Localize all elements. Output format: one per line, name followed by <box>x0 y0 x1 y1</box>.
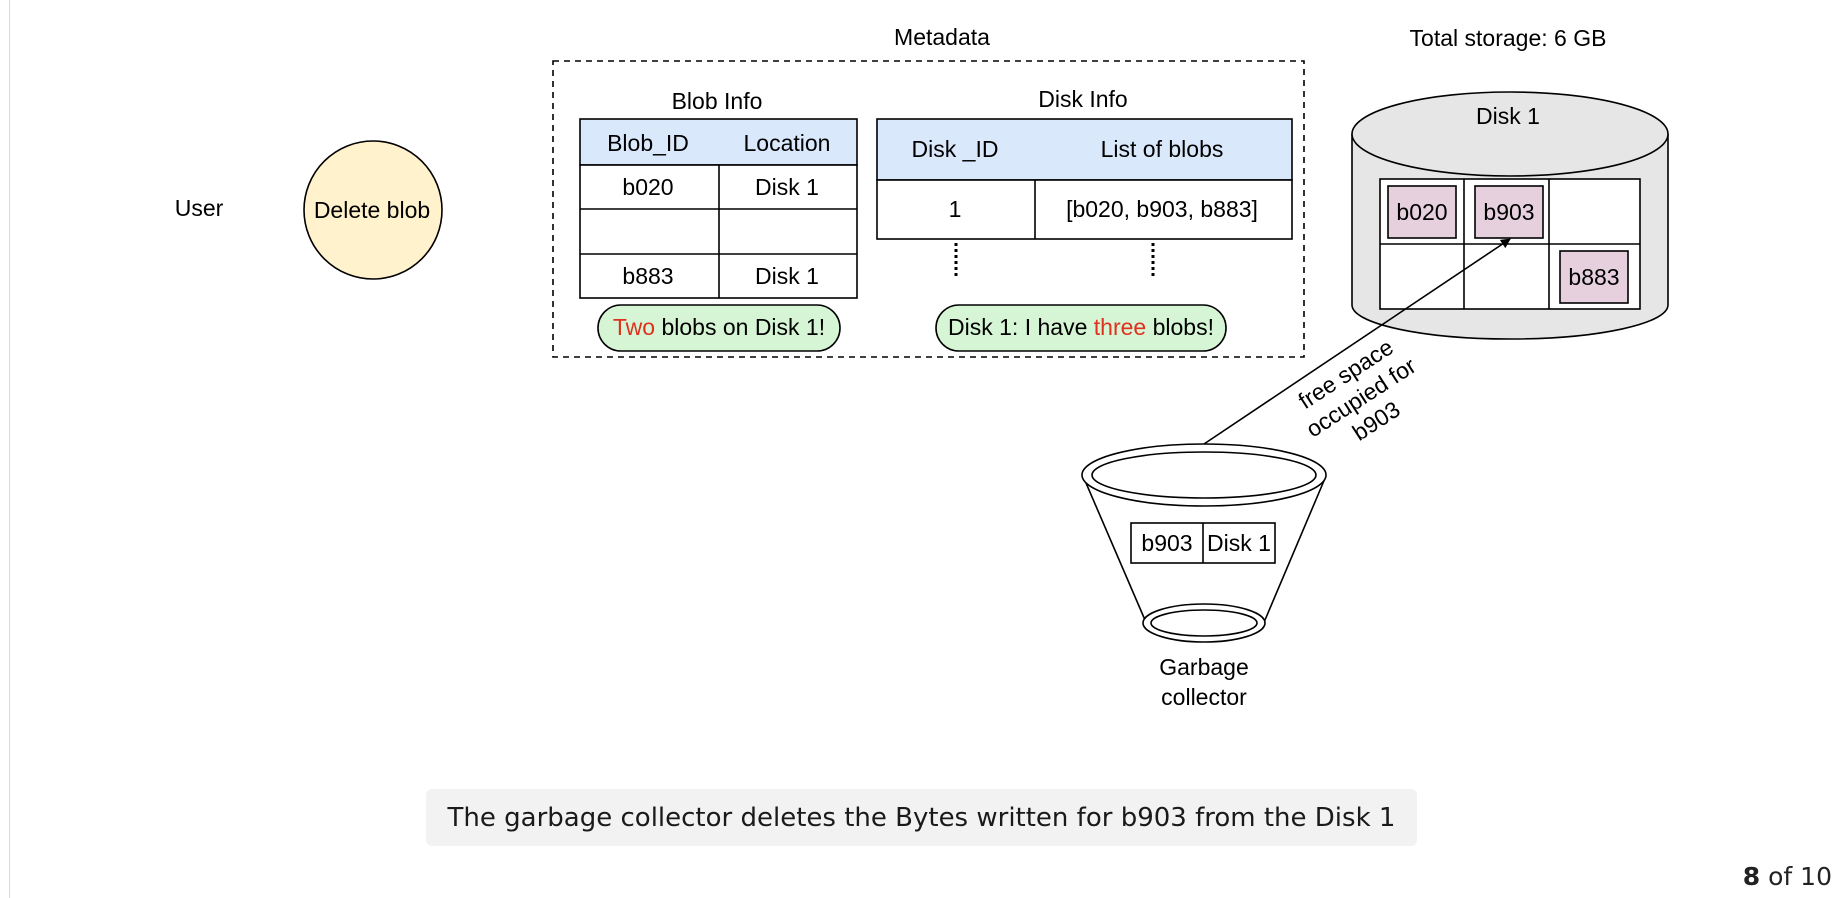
svg-text:Disk 1: I have three blobs!: Disk 1: I have three blobs! <box>948 314 1214 340</box>
left-divider <box>9 0 10 898</box>
gc-item-blob: b903 <box>1141 530 1192 556</box>
blob-block-label: b883 <box>1568 264 1619 290</box>
garbage-collector-label: Garbage <box>1159 654 1249 680</box>
disk-info-header-disk-id: Disk _ID <box>912 136 999 162</box>
pager-current: 8 <box>1742 862 1761 891</box>
blob-info-title: Blob Info <box>672 88 763 114</box>
blob-info-note-text: blobs on Disk 1! <box>655 314 825 340</box>
blob-count-highlight: Two <box>613 314 655 340</box>
metadata-title: Metadata <box>894 24 990 50</box>
disk-info-title: Disk Info <box>1038 86 1127 112</box>
disk-info-table: Disk _ID List of blobs 1 [b020, b903, b8… <box>876 118 1293 279</box>
blob-block: b020 <box>1387 185 1457 239</box>
disk-info-note: Disk 1: I have three blobs! <box>935 304 1227 352</box>
blob-info-cell: Disk 1 <box>755 174 819 200</box>
disk-count-highlight: three <box>1094 314 1146 340</box>
disk-info-note-text-end: blobs! <box>1146 314 1214 340</box>
blob-info-note: Two blobs on Disk 1! <box>597 304 841 352</box>
blob-info-cell: b883 <box>622 263 673 289</box>
disk-label: Disk 1 <box>1476 103 1540 129</box>
blob-info-cell: Disk 1 <box>755 263 819 289</box>
blob-info-table: Blob_ID Location b020 Disk 1 b883 Disk 1 <box>579 118 858 299</box>
slide-pager: 8 of 10 <box>1743 862 1832 891</box>
blob-block-label: b903 <box>1483 199 1534 225</box>
blob-block: b903 <box>1474 185 1544 239</box>
free-space-label: free space occupied for b903 <box>1294 334 1421 446</box>
disk-info-note-text: Disk 1: I have <box>948 314 1094 340</box>
disk-info-header-blobs: List of blobs <box>1101 136 1224 162</box>
blob-block: b883 <box>1559 250 1629 304</box>
step-caption-text: The garbage collector deletes the Bytes … <box>447 802 1396 833</box>
blob-info-header-location: Location <box>744 130 831 156</box>
total-storage-label: Total storage: 6 GB <box>1410 25 1607 51</box>
delete-blob-label: Delete blob <box>314 197 430 223</box>
gc-item-disk: Disk 1 <box>1207 530 1271 556</box>
garbage-collector-icon: b903 Disk 1 <box>1081 443 1327 643</box>
blob-block-label: b020 <box>1396 199 1447 225</box>
garbage-collector-label-line2: collector <box>1161 684 1247 710</box>
blob-info-cell: b020 <box>622 174 673 200</box>
disk-cylinder: Disk 1 b020 b903 b883 <box>1351 91 1669 340</box>
pager-total: of 10 <box>1760 862 1832 891</box>
disk-info-cell: [b020, b903, b883] <box>1066 196 1258 222</box>
user-label: User <box>175 195 224 221</box>
step-caption: The garbage collector deletes the Bytes … <box>426 789 1417 846</box>
free-space-arrow <box>1203 238 1511 445</box>
blob-info-header-blob-id: Blob_ID <box>607 130 689 156</box>
delete-blob-action: Delete blob <box>303 140 443 280</box>
disk-info-cell: 1 <box>949 196 962 222</box>
svg-text:Two blobs on Disk 1!: Two blobs on Disk 1! <box>613 314 825 340</box>
metadata-container <box>552 60 1305 358</box>
